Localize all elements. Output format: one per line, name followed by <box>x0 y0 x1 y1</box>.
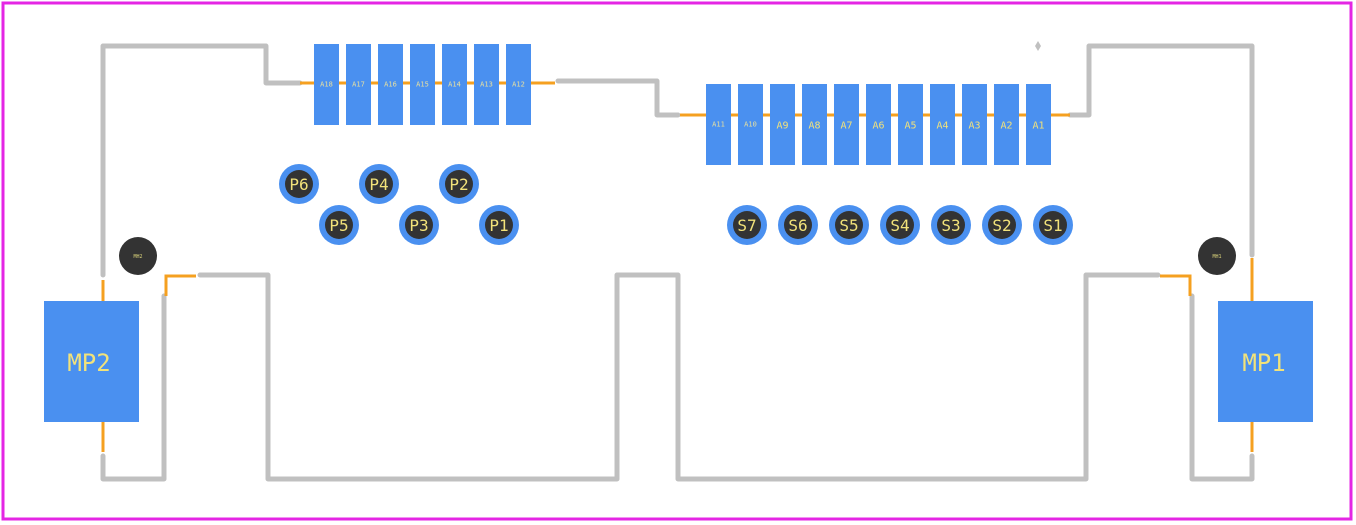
through-hole-pad: P5 <box>319 205 359 245</box>
mounting-hole-label: MH1 <box>1212 254 1221 260</box>
smd-pad-row-left: A18 A17 A16 A15 A14 A13 A12 <box>314 44 531 125</box>
through-hole-pad-label: P6 <box>289 175 308 194</box>
through-hole-pad: P4 <box>359 164 399 204</box>
through-hole-pads-s: S7 S6 S5 S4 S3 S2 S1 <box>727 205 1073 245</box>
smd-pad-label: A1 <box>1032 121 1044 132</box>
through-hole-pad: P1 <box>479 205 519 245</box>
mounting-hole-mh1: MH1 <box>1198 237 1236 275</box>
mounting-pad-label: MP1 <box>1242 349 1285 377</box>
smd-pad-label: A18 <box>320 81 333 89</box>
through-hole-pad-label: S6 <box>788 216 807 235</box>
mounting-pad-mp2: MP2 <box>44 301 139 422</box>
smd-pad: A3 <box>962 84 987 165</box>
smd-pad: A9 <box>770 84 795 165</box>
smd-pad-label: A4 <box>936 121 948 132</box>
mounting-pad-label: MP2 <box>67 349 110 377</box>
smd-pad-label: A11 <box>712 121 725 129</box>
smd-pad-label: A5 <box>904 121 916 132</box>
smd-pad-row-right: A11 A10 A9 A8 A7 A6 A5 A4 A3 A2 A1 <box>706 84 1051 165</box>
through-hole-pad-label: P4 <box>369 175 388 194</box>
through-hole-pad-label: S2 <box>992 216 1011 235</box>
smd-pad: A11 <box>706 84 731 165</box>
smd-pad: A10 <box>738 84 763 165</box>
through-hole-pad-label: S5 <box>839 216 858 235</box>
mounting-hole-label: MH2 <box>133 254 142 260</box>
through-hole-pad: S2 <box>982 205 1022 245</box>
mounting-pad-mp1: MP1 <box>1218 301 1313 422</box>
smd-pad: A14 <box>442 44 467 125</box>
through-hole-pad-label: P5 <box>329 216 348 235</box>
through-hole-pad: S1 <box>1033 205 1073 245</box>
smd-pad-label: A10 <box>744 121 757 129</box>
through-hole-pad-label: P3 <box>409 216 428 235</box>
smd-pad: A17 <box>346 44 371 125</box>
through-hole-pad: S7 <box>727 205 767 245</box>
smd-pad-label: A16 <box>384 81 397 89</box>
through-hole-pad: S5 <box>829 205 869 245</box>
smd-pad: A8 <box>802 84 827 165</box>
through-hole-pad: S6 <box>778 205 818 245</box>
through-hole-pad-label: S1 <box>1043 216 1062 235</box>
smd-pad-label: A2 <box>1000 121 1012 132</box>
smd-pad: A12 <box>506 44 531 125</box>
smd-pad: A5 <box>898 84 923 165</box>
smd-pad: A16 <box>378 44 403 125</box>
smd-pad: A2 <box>994 84 1019 165</box>
smd-pad: A1 <box>1026 84 1051 165</box>
through-hole-pad: P3 <box>399 205 439 245</box>
smd-pad-label: A9 <box>776 121 788 132</box>
smd-pad-label: A7 <box>840 121 852 132</box>
smd-pad: A7 <box>834 84 859 165</box>
smd-pad: A18 <box>314 44 339 125</box>
smd-pad: A4 <box>930 84 955 165</box>
through-hole-pad: S3 <box>931 205 971 245</box>
smd-pad-label: A3 <box>968 121 980 132</box>
smd-pad-label: A6 <box>872 121 884 132</box>
smd-pad-label: A12 <box>512 81 525 89</box>
smd-pad-label: A13 <box>480 81 493 89</box>
through-hole-pad-label: P1 <box>489 216 508 235</box>
smd-pad-label: A15 <box>416 81 429 89</box>
smd-pad-label: A17 <box>352 81 365 89</box>
smd-pad: A13 <box>474 44 499 125</box>
smd-pad-label: A14 <box>448 81 461 89</box>
through-hole-pad-label: S4 <box>890 216 909 235</box>
through-hole-pad: P6 <box>279 164 319 204</box>
through-hole-pad-label: S7 <box>737 216 756 235</box>
through-hole-pad: P2 <box>439 164 479 204</box>
smd-pad: A15 <box>410 44 435 125</box>
pin1-marker <box>1035 41 1041 51</box>
mounting-hole-mh2: MH2 <box>119 237 157 275</box>
through-hole-pad-label: P2 <box>449 175 468 194</box>
through-hole-pad-label: S3 <box>941 216 960 235</box>
smd-pad: A6 <box>866 84 891 165</box>
smd-pad-label: A8 <box>808 121 820 132</box>
silkscreen-outline <box>100 43 1255 482</box>
through-hole-pad: S4 <box>880 205 920 245</box>
